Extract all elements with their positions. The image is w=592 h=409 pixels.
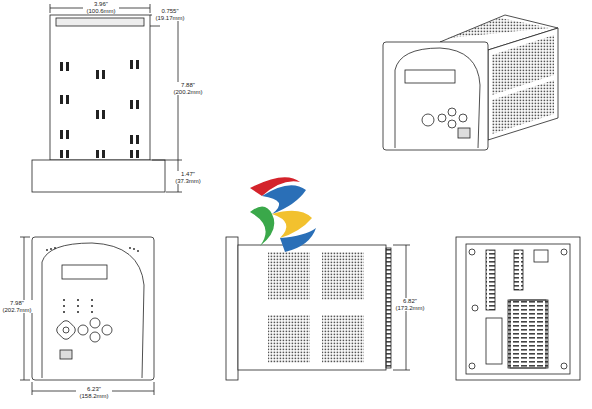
- side-bezel: [226, 237, 238, 380]
- dimension-label: 1.47" (37.3mm): [170, 171, 206, 184]
- bezel: [32, 160, 165, 192]
- dimension-label: 6.82" (173.2mm): [392, 298, 428, 311]
- vent-slots: [60, 60, 139, 158]
- front-view: [32, 237, 154, 380]
- front-panel: [383, 42, 488, 150]
- dimension-label: 7.88" (200.2mm): [170, 82, 206, 95]
- side-body: [238, 245, 386, 370]
- relay-body: [50, 15, 150, 160]
- watermark-logo: [250, 177, 316, 252]
- dimension-label: 0.755" (19.17mm): [152, 8, 188, 21]
- dimension-label: 3.96" (100.6mm): [83, 1, 119, 14]
- rear-view: [456, 237, 580, 380]
- dimension-label: 7.98" (202.7mm): [1, 300, 33, 313]
- dimension-label: 6.23" (158.2mm): [76, 386, 112, 399]
